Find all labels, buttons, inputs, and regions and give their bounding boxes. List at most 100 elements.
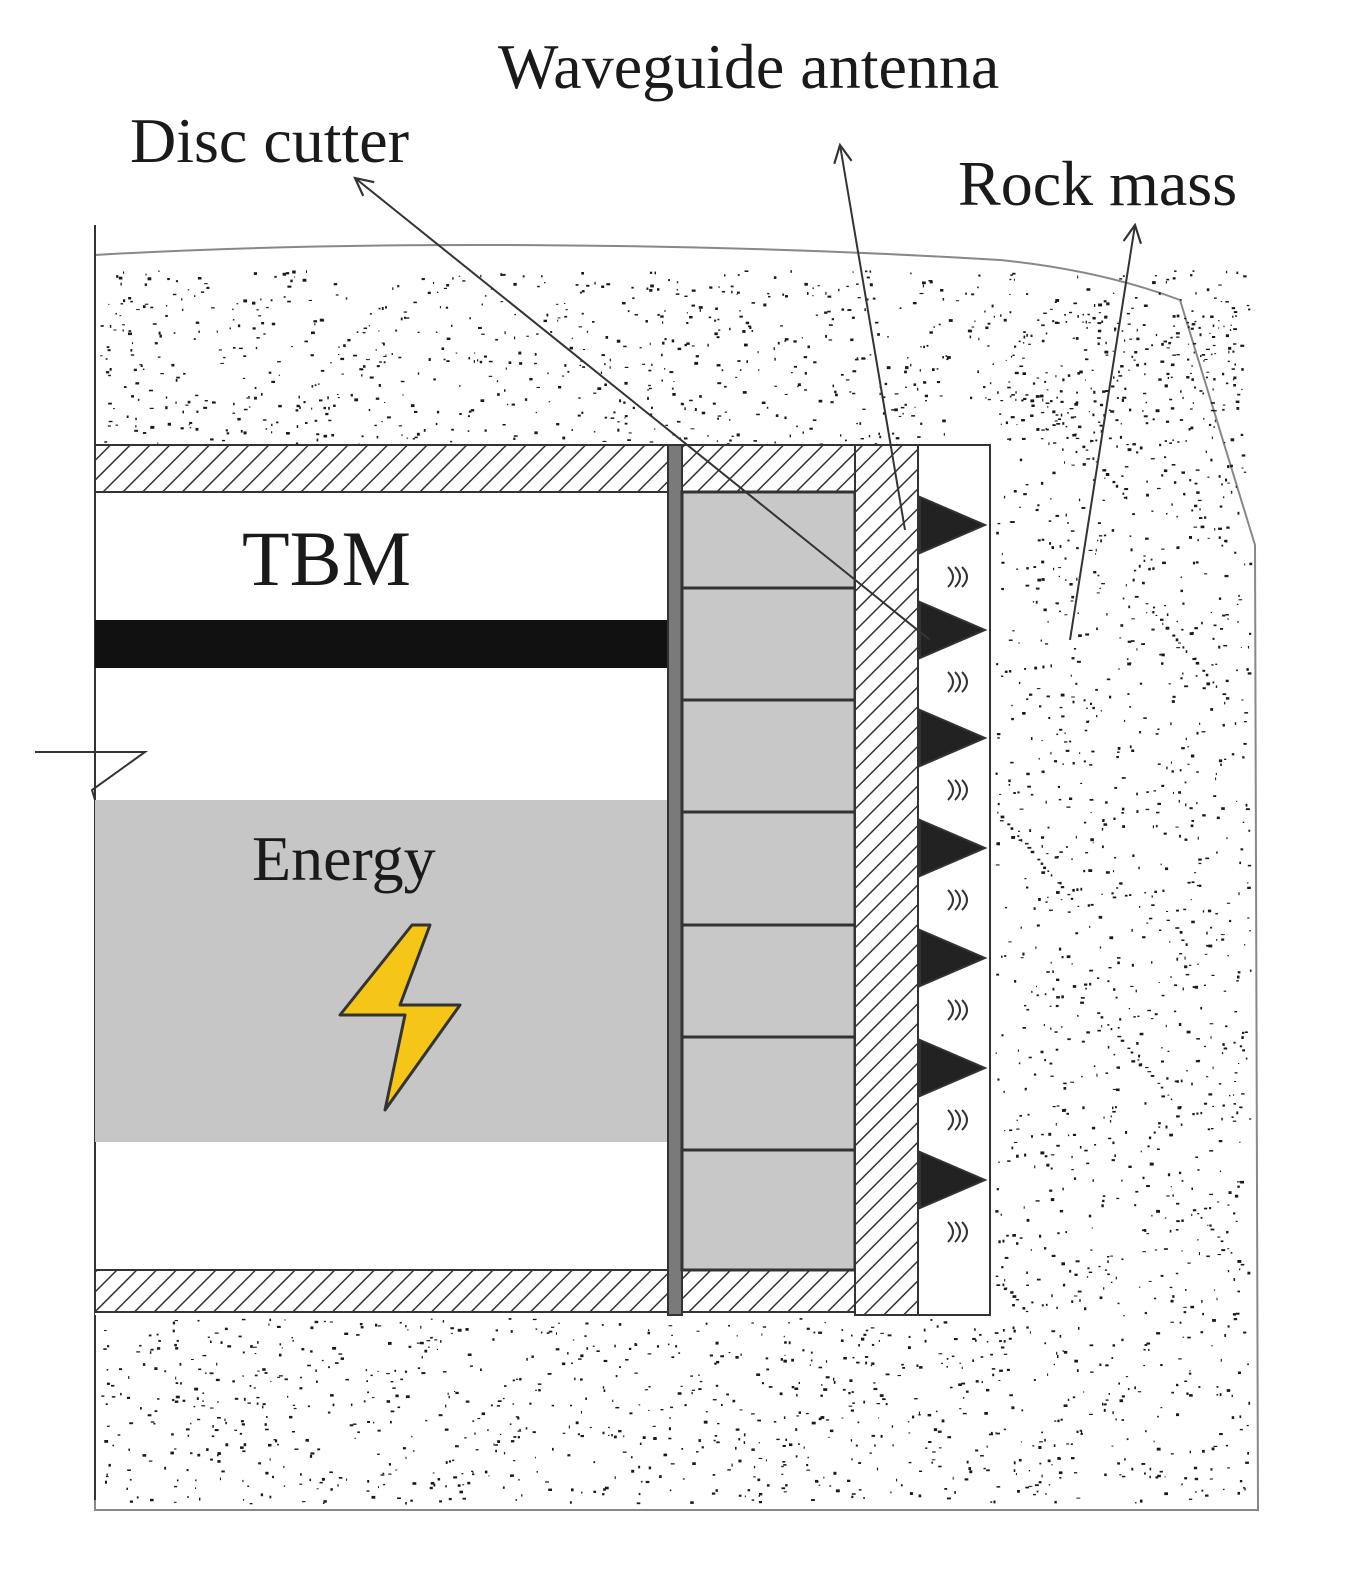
speckle (195, 321, 200, 324)
speckle (1034, 666, 1038, 670)
speckle (402, 1447, 406, 1450)
speckle (1161, 1047, 1163, 1049)
speckle (1196, 801, 1198, 805)
speckle (1189, 964, 1192, 966)
speckle (120, 282, 122, 286)
speckle (517, 1430, 522, 1432)
speckle (1127, 693, 1130, 695)
speckle (241, 1318, 246, 1321)
speckle (256, 309, 259, 311)
speckle (1021, 399, 1024, 402)
speckle (1195, 1060, 1200, 1063)
speckle (783, 1491, 787, 1493)
speckle (467, 1481, 471, 1485)
speckle (871, 1362, 875, 1365)
speckle (1163, 340, 1167, 343)
speckle (1176, 647, 1181, 649)
speckle (1131, 307, 1134, 309)
speckle (874, 1444, 876, 1447)
speckle (1085, 358, 1089, 361)
speckle (871, 1434, 876, 1437)
speckle (999, 1340, 1002, 1343)
speckle (1213, 795, 1217, 797)
speckle (995, 864, 1000, 866)
speckle (992, 1373, 995, 1377)
speckle (126, 1487, 128, 1490)
speckle (634, 1343, 637, 1346)
speckle (1019, 1237, 1023, 1239)
speckle (157, 1398, 160, 1400)
speckle (703, 1420, 708, 1424)
speckle (515, 1499, 518, 1501)
speckle (571, 429, 573, 431)
speckle (1218, 536, 1221, 539)
speckle (1089, 799, 1094, 801)
speckle (507, 403, 509, 406)
speckle (1195, 561, 1199, 564)
speckle (1018, 1062, 1021, 1065)
speckle (804, 371, 807, 375)
speckle (1086, 326, 1088, 329)
speckle (1075, 450, 1078, 454)
speckle (1117, 1035, 1122, 1038)
speckle (1237, 511, 1240, 515)
speckle (383, 361, 386, 364)
speckle (1158, 292, 1161, 295)
speckle (194, 1387, 199, 1391)
speckle (131, 395, 134, 398)
speckle (219, 1477, 221, 1481)
speckle (320, 369, 325, 372)
speckle (1188, 1498, 1193, 1500)
speckle (1166, 766, 1168, 770)
speckle (1219, 1170, 1222, 1173)
speckle (855, 1444, 858, 1447)
speckle (1202, 315, 1205, 318)
speckle (946, 356, 951, 359)
speckle (1121, 807, 1125, 811)
speckle (214, 1429, 219, 1432)
speckle (601, 285, 605, 288)
speckle (106, 1369, 109, 1371)
speckle (1088, 869, 1093, 872)
speckle (1009, 293, 1011, 295)
speckle (1025, 842, 1029, 845)
speckle (1098, 303, 1103, 307)
speckle (1070, 600, 1074, 602)
speckle (328, 419, 332, 422)
speckle (103, 1348, 107, 1350)
speckle (1071, 1155, 1073, 1159)
speckle (1171, 770, 1174, 773)
speckle (480, 399, 485, 402)
speckle (632, 297, 635, 299)
speckle (805, 1413, 809, 1415)
speckle (1082, 445, 1086, 449)
speckle (435, 422, 438, 426)
speckle (319, 399, 323, 402)
speckle (1234, 1072, 1238, 1074)
speckle (1024, 878, 1027, 880)
speckle (758, 1442, 760, 1444)
speckle (330, 1394, 334, 1397)
speckle (1045, 1303, 1048, 1306)
disc-cutter (919, 1038, 988, 1098)
speckle (1221, 1249, 1226, 1252)
radio-wave-icon (961, 1221, 968, 1243)
speckle (1197, 499, 1202, 502)
speckle (468, 410, 472, 413)
speckle (1165, 1024, 1167, 1028)
speckle (484, 1470, 488, 1474)
speckle (651, 406, 653, 409)
speckle (718, 329, 721, 331)
speckle (1102, 1195, 1106, 1197)
speckle (459, 1490, 463, 1494)
speckle (1198, 1386, 1201, 1388)
speckle (291, 1431, 295, 1433)
speckle (884, 382, 888, 386)
speckle (1236, 271, 1239, 274)
speckle (1090, 1249, 1093, 1251)
speckle (195, 1479, 197, 1482)
speckle (962, 1412, 967, 1415)
speckle (427, 291, 431, 295)
speckle (974, 1328, 976, 1331)
speckle (221, 1470, 225, 1473)
